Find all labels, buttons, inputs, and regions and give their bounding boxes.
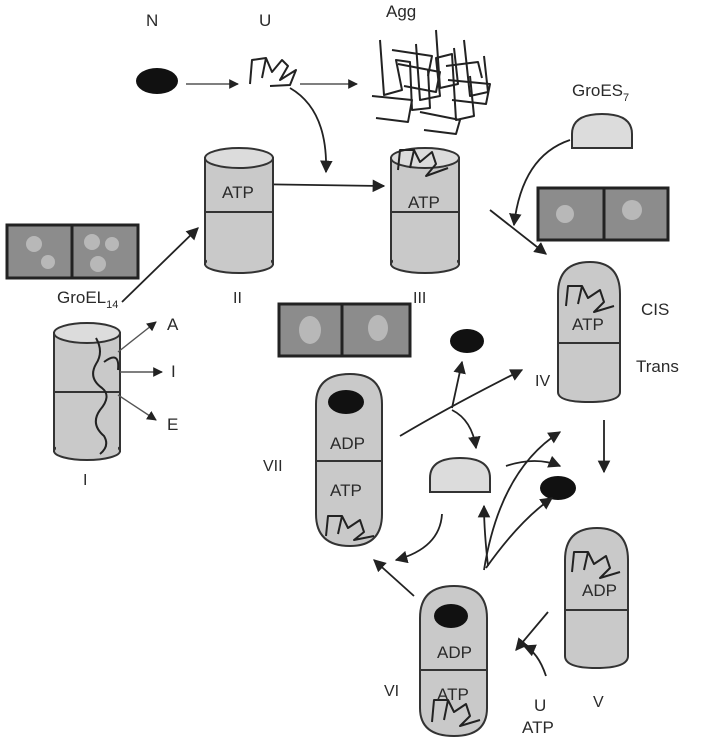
stage-vii-atp: ATP: [330, 481, 362, 500]
capsule-stage-vii: [316, 374, 382, 546]
stage-iv-atp: ATP: [572, 315, 604, 334]
micrograph-bullet: [279, 304, 410, 356]
label-site-e: E: [167, 415, 178, 434]
stage-iv-label: IV: [535, 373, 550, 390]
arrow-release-groes: [452, 410, 476, 448]
released-native-protein-2: [540, 476, 576, 500]
label-cis: CIS: [641, 300, 669, 319]
arrow-vi-to-vii: [374, 560, 414, 596]
arrow-v-to-vi: [516, 612, 548, 650]
stage-v-adp: ADP: [582, 581, 617, 600]
stage-vi-adp: ADP: [437, 643, 472, 662]
arrow-vi-to-iv-2: [486, 498, 552, 568]
arrow-groes-to-iv-lower: [506, 461, 560, 466]
aggregate-tangle: [372, 30, 490, 134]
stage-vi-label: VI: [384, 683, 399, 700]
released-native-protein-1: [450, 329, 484, 353]
arrow-u-to-iii: [290, 88, 326, 172]
label-unfolded: U: [259, 11, 271, 30]
arrow-site-e: [118, 395, 156, 420]
label-u-input: U: [534, 696, 546, 715]
unfolded-chain: [250, 58, 296, 86]
barrel-stage-ii: [205, 148, 273, 273]
groes-lid-middle: [430, 458, 490, 492]
label-site-i: I: [171, 362, 176, 381]
label-groel: GroEL14: [57, 288, 118, 311]
arrow-vii-to-iv: [400, 370, 522, 436]
stage-vi-atp: ATP: [437, 685, 469, 704]
stage-ii-atp: ATP: [222, 183, 254, 202]
micrograph-groel: [7, 225, 138, 278]
label-native: N: [146, 11, 158, 30]
native-protein: [136, 68, 178, 94]
barrel-stage-i: [54, 323, 120, 460]
label-groes: GroES7: [572, 81, 629, 104]
stage-iii-label: III: [413, 290, 426, 307]
label-site-a: A: [167, 315, 179, 334]
stage-vii-adp: ADP: [330, 434, 365, 453]
stage-vii-label: VII: [263, 458, 283, 475]
arrow-site-a: [118, 322, 156, 352]
label-atp-input: ATP: [522, 718, 554, 737]
stage-ii-label: II: [233, 290, 242, 307]
label-aggregate: Agg: [386, 2, 416, 21]
arrow-u-atp-to-vi: [524, 646, 546, 676]
micrograph-groel-groes: [538, 188, 668, 240]
label-trans: Trans: [636, 357, 679, 376]
stage-i-label: I: [83, 472, 87, 489]
groes-lid-top: [572, 114, 632, 148]
stage-iii-atp: ATP: [408, 193, 440, 212]
stage-v-label: V: [593, 694, 604, 711]
arrow-groes-to-vii: [396, 514, 442, 560]
